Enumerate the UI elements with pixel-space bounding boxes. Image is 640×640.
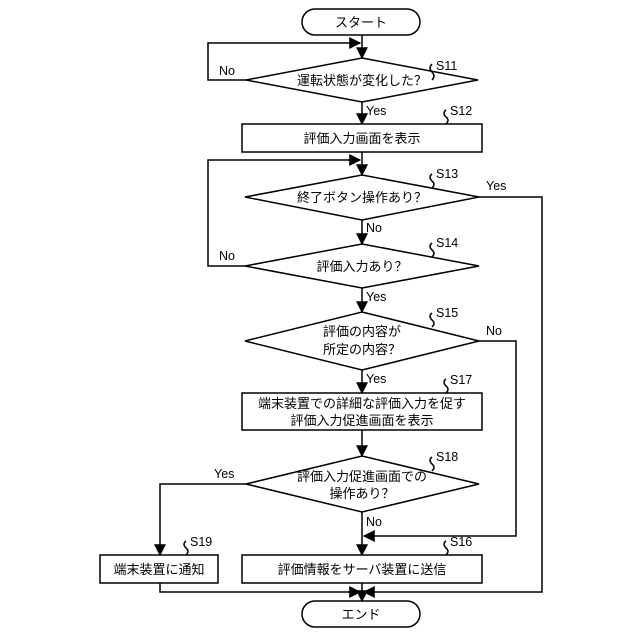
s13-no-label: No — [366, 221, 382, 235]
s13-text: 終了ボタン操作あり？ — [297, 190, 427, 206]
s13-id: S13 — [436, 167, 458, 181]
end-label: エンド — [341, 608, 380, 623]
decision-s18: 評価入力促進画面での 操作あり？ — [246, 456, 479, 512]
s14-squiggle — [430, 243, 434, 257]
s14-text: 評価入力あり？ — [316, 260, 407, 275]
s12-text: 評価入力画面を表示 — [303, 132, 420, 147]
s18-squiggle — [430, 457, 434, 471]
s19-id: S19 — [190, 535, 212, 549]
s17-text-line1: 端末装置での詳細な評価入力を促す — [258, 396, 466, 412]
s12-id: S12 — [450, 104, 472, 118]
start-terminal: スタート — [302, 9, 420, 35]
s13-yes-label: Yes — [486, 179, 506, 193]
process-s16: 評価情報をサーバ装置に送信 — [242, 555, 482, 583]
s11-no-label: No — [219, 64, 235, 78]
s17-squiggle — [444, 379, 448, 393]
s11-yes-label: Yes — [366, 104, 386, 118]
s15-text-line1: 評価の内容が — [323, 324, 401, 340]
s18-no-label: No — [366, 515, 382, 529]
s18-yes-label: Yes — [214, 467, 234, 481]
s18-id: S18 — [436, 450, 458, 464]
s16-squiggle — [444, 541, 448, 555]
arrow-s19-to-end — [160, 583, 360, 592]
end-terminal: エンド — [302, 601, 420, 627]
s15-squiggle — [430, 313, 434, 327]
s18-text-line1: 評価入力促進画面での — [297, 470, 427, 485]
s17-id: S17 — [450, 373, 472, 387]
decision-s14: 評価入力あり？ — [245, 244, 479, 288]
s11-id: S11 — [436, 59, 457, 73]
s11-text: 運転状態が変化した？ — [297, 73, 427, 89]
process-s12: 評価入力画面を表示 — [242, 124, 482, 152]
s13-squiggle — [430, 174, 434, 188]
s14-no-label: No — [219, 249, 235, 263]
s17-text-line2: 評価入力促進画面を表示 — [290, 414, 433, 429]
decision-s15: 評価の内容が 所定の内容？ — [245, 312, 479, 370]
s14-yes-label: Yes — [366, 290, 386, 304]
s15-id: S15 — [436, 306, 458, 320]
s14-id: S14 — [436, 236, 458, 250]
start-label: スタート — [335, 16, 387, 31]
s19-text: 端末装置に通知 — [113, 562, 204, 578]
s18-text-line2: 操作あり？ — [329, 486, 394, 502]
s16-id: S16 — [450, 535, 472, 549]
s16-text: 評価情報をサーバ装置に送信 — [278, 563, 447, 578]
s15-no-label: No — [486, 324, 502, 338]
process-s19: 端末装置に通知 — [100, 555, 218, 583]
decision-s13: 終了ボタン操作あり？ — [245, 175, 479, 220]
process-s17: 端末装置での詳細な評価入力を促す 評価入力促進画面を表示 — [242, 393, 482, 430]
s19-squiggle — [184, 541, 188, 555]
s15-yes-label: Yes — [366, 372, 386, 386]
s12-squiggle — [444, 110, 448, 124]
s15-text-line2: 所定の内容？ — [323, 342, 401, 358]
